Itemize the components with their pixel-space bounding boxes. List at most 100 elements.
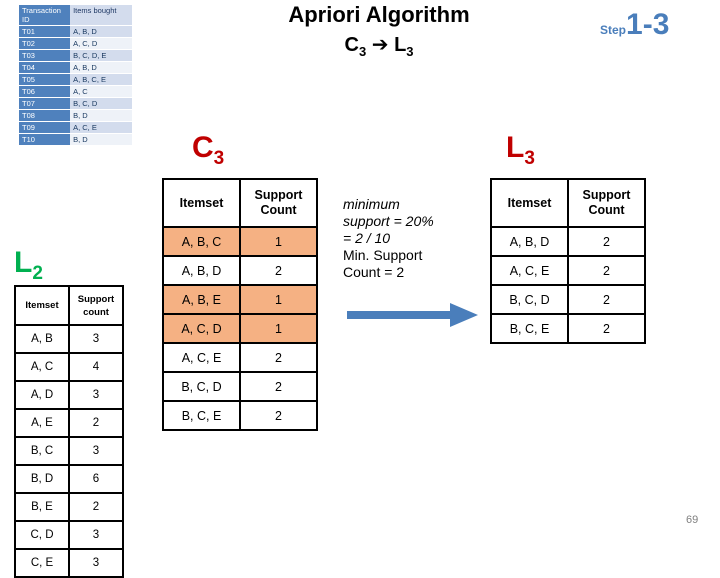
page-subtitle: C3 ➔ L3: [244, 32, 514, 59]
l3-support-count-cell: 2: [567, 226, 646, 257]
step-number: 1-3: [626, 8, 670, 41]
column-header-items-bought: Items bought: [70, 5, 132, 26]
l2-header-row: Itemset Support count: [14, 285, 124, 326]
step-badge: Step1-3: [600, 8, 669, 42]
l2-itemset-cell: B, E: [14, 492, 70, 522]
c3-set-label: C3: [192, 133, 224, 174]
l2-itemset-cell: A, D: [14, 380, 70, 410]
l3-itemset-cell: B, C, E: [490, 313, 569, 344]
l3-column-header-itemset: Itemset: [490, 178, 569, 228]
c3-support-count-cell: 1: [239, 313, 318, 344]
note-line-1: minimum: [343, 196, 400, 212]
l3-column-header-support-count: Support Count: [567, 178, 646, 228]
minimum-support-note: minimum support = 20% = 2 / 10 Min. Supp…: [343, 196, 465, 281]
l3-header-row: Itemset Support Count: [490, 178, 646, 228]
c3-support-header-line1: Support: [254, 188, 303, 202]
l2-support-header-line2: count: [83, 306, 109, 318]
note-line-3: = 2 / 10: [343, 230, 391, 246]
l3-support-count-cell: 2: [567, 284, 646, 315]
subtitle-from-subscript: 3: [358, 44, 367, 59]
c3-itemset-cell: A, B, C: [162, 226, 241, 257]
items-bought-cell: A, C: [70, 85, 132, 98]
l2-support-count-cell: 6: [68, 464, 124, 494]
right-arrow-icon: ➔: [371, 32, 389, 56]
transaction-id-cell: T04: [19, 61, 71, 74]
note-line-2: support = 20%: [343, 213, 434, 229]
items-bought-cell: A, B, C, E: [70, 73, 132, 86]
transaction-id-cell: T07: [19, 97, 71, 110]
c3-itemset-cell: B, C, E: [162, 400, 241, 431]
c3-itemset-cell: A, C, E: [162, 342, 241, 373]
items-bought-cell: A, C, E: [70, 121, 132, 134]
transaction-id-cell: T03: [19, 49, 71, 62]
l2-itemset-cell: A, E: [14, 408, 70, 438]
l3-support-header-line2: Count: [588, 203, 625, 217]
l2-support-count-cell: 4: [68, 352, 124, 382]
transaction-id-cell: T10: [19, 133, 71, 146]
step-label: Step: [600, 23, 627, 37]
transaction-id-cell: T01: [19, 25, 71, 38]
l2-itemset-cell: B, D: [14, 464, 70, 494]
l3-itemset-cell: A, C, E: [490, 255, 569, 286]
transaction-id-cell: T05: [19, 73, 71, 86]
items-bought-cell: A, C, D: [70, 37, 132, 50]
c3-column-header-itemset: Itemset: [162, 178, 241, 228]
l3-label-letter: L: [506, 131, 525, 164]
subtitle-from-set: C: [344, 34, 359, 56]
transaction-table-header-row: Transaction ID Items bought: [19, 5, 132, 26]
l2-set-label: L2: [14, 248, 43, 289]
items-bought-cell: A, B, D: [70, 25, 132, 38]
l3-support-header-line1: Support: [582, 188, 631, 202]
c3-support-header-line2: Count: [260, 203, 297, 217]
page-title: Apriori Algorithm: [288, 2, 470, 27]
l2-itemset-cell: A, B: [14, 324, 70, 354]
c3-itemset-cell: B, C, D: [162, 371, 241, 402]
transaction-id-cell: T09: [19, 121, 71, 134]
l2-itemset-cell: C, D: [14, 520, 70, 550]
c3-itemset-cell: A, B, D: [162, 255, 241, 286]
l3-itemset-cell: B, C, D: [490, 284, 569, 315]
subtitle-to-set: L: [394, 34, 407, 56]
c3-support-count-cell: 2: [239, 342, 318, 373]
c3-itemset-cell: A, C, D: [162, 313, 241, 344]
items-bought-cell: B, C, D, E: [70, 49, 132, 62]
l2-itemset-cell: A, C: [14, 352, 70, 382]
c3-support-count-cell: 2: [239, 371, 318, 402]
transaction-id-cell: T08: [19, 109, 71, 122]
c3-header-row: Itemset Support Count: [162, 178, 318, 228]
flow-arrow-icon: [347, 303, 478, 327]
items-bought-cell: B, D: [70, 109, 132, 122]
items-bought-cell: A, B, D: [70, 61, 132, 74]
page-number: 69: [686, 514, 699, 526]
note-line-5: Count = 2: [343, 264, 405, 280]
note-line-4: Min. Support: [343, 247, 423, 263]
l3-set-label: L3: [506, 133, 535, 174]
